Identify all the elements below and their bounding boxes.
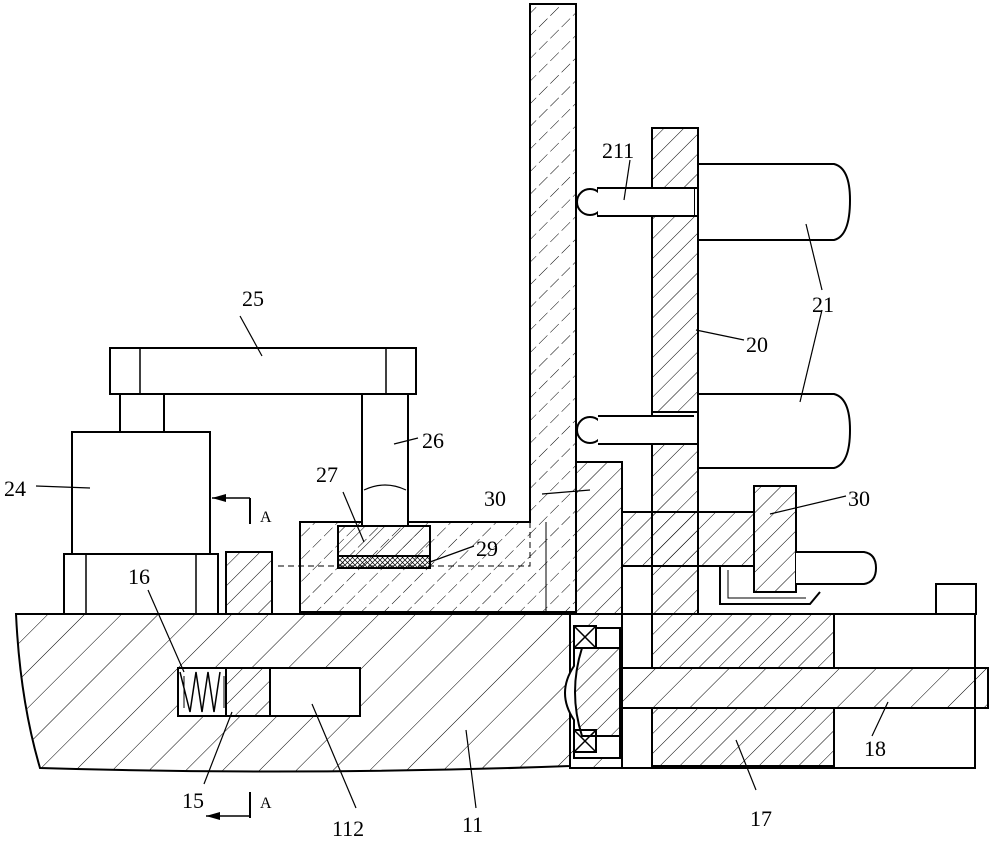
- motor-24: [63, 393, 219, 615]
- block-30-vertical: [575, 461, 623, 615]
- crossbar-25: [109, 347, 417, 395]
- shaft-18: [621, 667, 989, 709]
- pad-29: [337, 555, 431, 569]
- pin-211-upper: [576, 187, 695, 217]
- rod-26: [361, 393, 409, 527]
- spring-16: [179, 671, 221, 713]
- label-16: 16: [128, 564, 150, 589]
- label-21: 21: [812, 292, 834, 317]
- l-plate: [276, 3, 577, 613]
- label-30-right: 30: [848, 486, 870, 511]
- label-112: 112: [332, 816, 364, 841]
- leader-lines: [35, 159, 889, 809]
- label-24: 24: [4, 476, 26, 501]
- label-26: 26: [422, 428, 444, 453]
- bearing-upper: [573, 625, 597, 649]
- bolt-30: [621, 485, 878, 605]
- label-211: 211: [602, 138, 634, 163]
- clamp-21-lower: [697, 393, 852, 469]
- section-mark-lower: A: [206, 792, 272, 820]
- label-29: 29: [476, 536, 498, 561]
- label-25: 25: [242, 286, 264, 311]
- section-label-upper: A: [260, 509, 272, 526]
- label-11: 11: [462, 812, 483, 837]
- pin-lower: [576, 415, 694, 445]
- sleeve-upper: [651, 613, 835, 669]
- label-20: 20: [746, 332, 768, 357]
- label-17: 17: [750, 806, 772, 831]
- label-18: 18: [864, 736, 886, 761]
- base-plate-11: [14, 613, 571, 773]
- clamp-21-upper: [697, 163, 852, 241]
- label-27: 27: [316, 462, 338, 487]
- section-label-lower: A: [260, 795, 272, 812]
- section-mark-upper: A: [212, 494, 272, 526]
- support-block: [225, 551, 273, 615]
- right-housing: [564, 583, 989, 769]
- block-27: [337, 525, 431, 557]
- label-30-left: 30: [484, 486, 506, 511]
- label-15: 15: [182, 788, 204, 813]
- block-15: [225, 667, 271, 717]
